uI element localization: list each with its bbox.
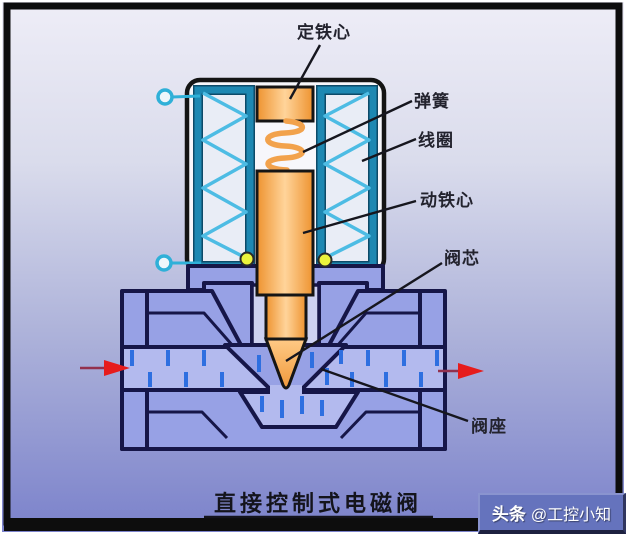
watermark-badge: 头条@工控小知: [478, 493, 626, 534]
seat-orifice: [270, 385, 302, 396]
label-moving-core: 动铁心: [420, 190, 474, 210]
image-border-bottom-band: [4, 518, 622, 531]
label-valve-seat: 阀座: [471, 416, 507, 436]
flow-arrow-inlet: [80, 360, 130, 376]
terminal-lower-ring: [155, 254, 173, 272]
flange-left-lower: [120, 388, 149, 451]
coil-winding-right: [323, 91, 371, 260]
label-spring: 弹簧: [414, 91, 450, 111]
lower-section-line-right: [339, 410, 420, 440]
fluid-ticks: [130, 350, 439, 418]
contact-dot-right: [317, 252, 333, 268]
valve-plug-cone: [263, 337, 309, 390]
coil-left: [193, 85, 255, 271]
flow-arrow-outlet: [438, 363, 484, 379]
flange-right-upper: [418, 289, 447, 349]
lower-section-line-left: [147, 410, 229, 440]
diagram-title: 直接控制式电磁阀: [214, 491, 422, 516]
terminal-upper-ring: [156, 88, 174, 106]
label-fixed-core: 定铁心: [297, 22, 351, 42]
label-valve-core: 阀芯: [444, 248, 480, 268]
coil-right: [316, 85, 378, 271]
arm-section-line-right: [335, 311, 420, 347]
leader-fixed-core: [288, 44, 322, 100]
watermark-brand: 头条: [491, 505, 526, 524]
label-coil: 线圈: [418, 130, 454, 150]
leader-lines: [285, 44, 469, 423]
terminal-upper: [156, 88, 201, 106]
sump-cavity: [238, 390, 360, 429]
terminal-upper-lead: [171, 94, 201, 99]
contact-dot-left: [239, 251, 255, 267]
flange-left-upper: [120, 289, 149, 349]
plug-stem: [264, 293, 308, 341]
inlet-arrow-head: [104, 360, 130, 376]
arm-section-line-left: [147, 311, 235, 347]
fixed-iron-core: [255, 85, 315, 123]
flange-right-lower: [418, 388, 447, 451]
leader-spring: [302, 99, 413, 154]
leader-valve-core: [285, 261, 443, 363]
leader-coil: [361, 137, 417, 163]
return-spring-coil: [265, 118, 306, 173]
leader-valve-seat: [320, 367, 469, 423]
outlet-arrow-head: [458, 363, 484, 379]
part-labels: 定铁心 弹簧 线圈 动铁心 阀芯 阀座: [297, 22, 507, 436]
coil-winding-left: [201, 91, 248, 260]
terminal-lower: [155, 254, 201, 272]
watermark-handle: @工控小知: [530, 506, 612, 524]
leader-moving-core: [302, 199, 417, 235]
